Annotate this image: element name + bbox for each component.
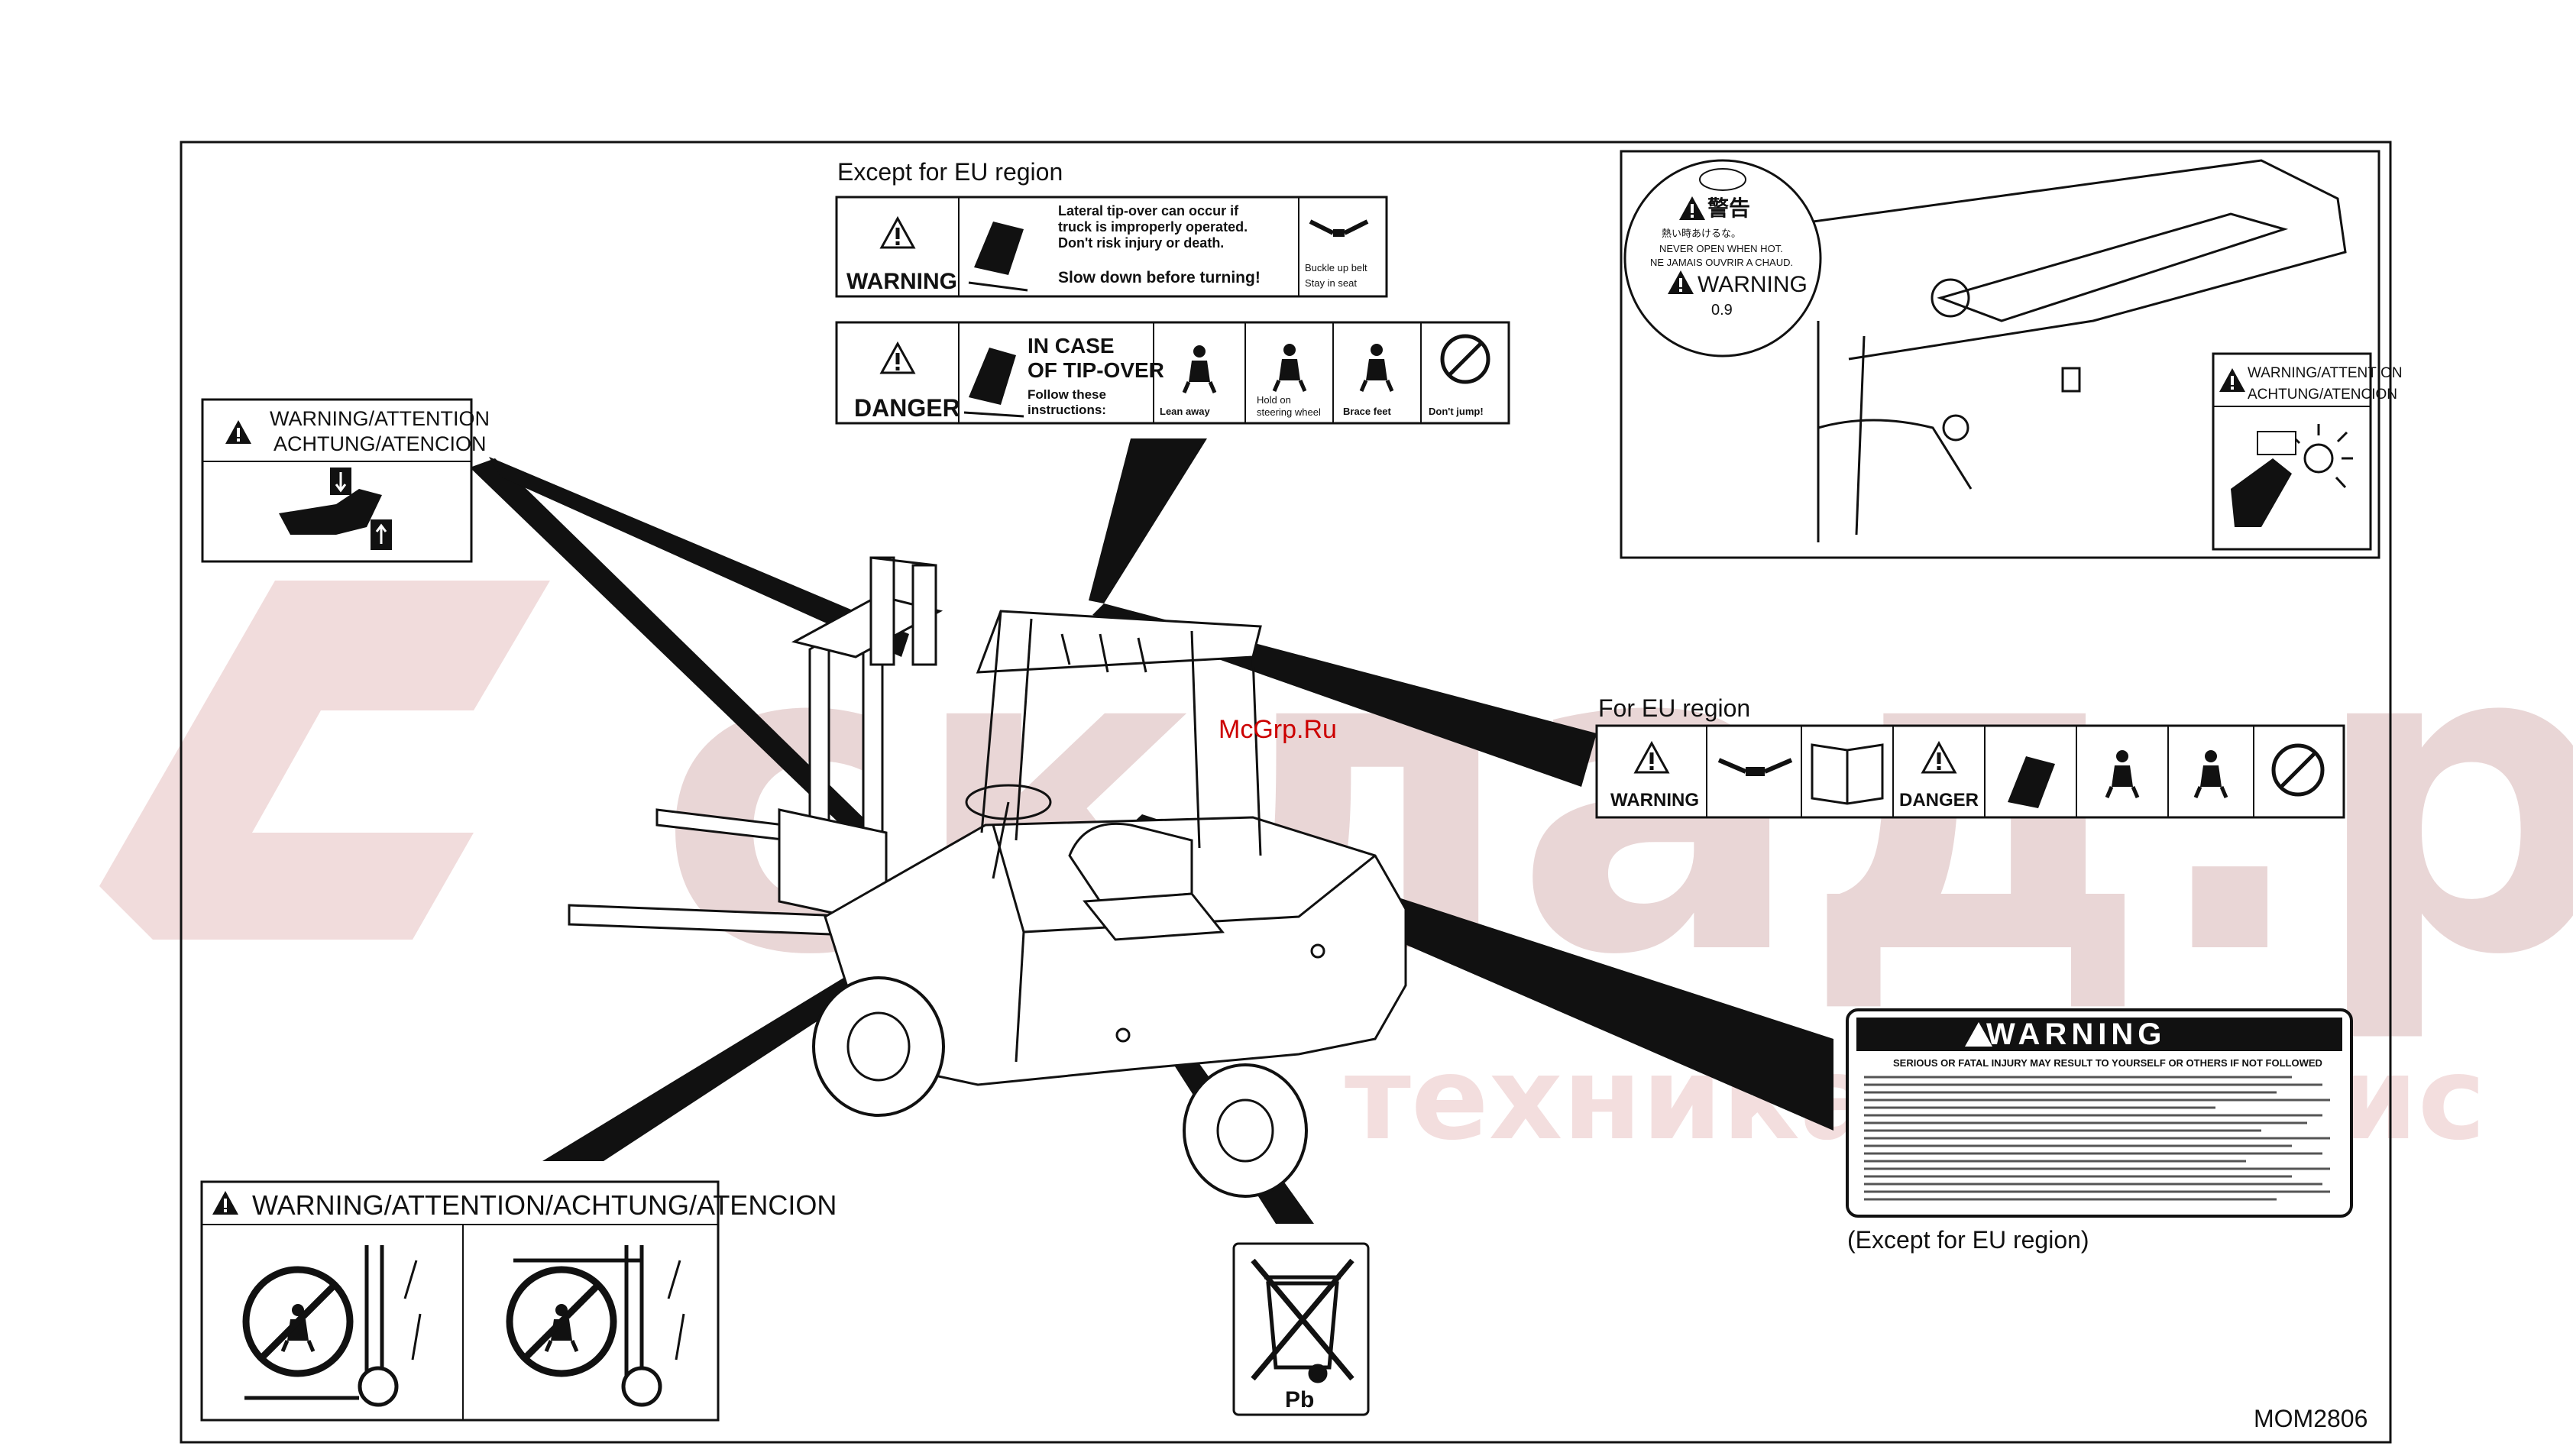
big-warning-title: WARNING: [1986, 1018, 2166, 1051]
tipover-warning-label: WARNING Lateral tip-over can occur if tr…: [835, 196, 1388, 298]
radiator-line1: NEVER OPEN WHEN HOT.: [1659, 243, 1783, 254]
tipping-forklift-icon: [968, 222, 1028, 292]
tipover-line1: Lateral tip-over can occur if: [1058, 203, 1239, 218]
radiator-warning: WARNING: [1698, 272, 1808, 297]
eu-tipover-icon: [2008, 756, 2055, 808]
label-for-eu: For EU region: [1598, 694, 1750, 722]
danger-word: DANGER: [854, 394, 960, 422]
danger-follow1: Follow these: [1028, 387, 1106, 402]
watermark-logo-icon: [99, 581, 550, 940]
eu-manual-book-icon: [1811, 743, 1884, 805]
fan-line2: ACHTUNG/ATENCION: [2248, 387, 2397, 403]
belt-line1: Buckle up belt: [1305, 262, 1367, 273]
label-except-eu-paren: (Except for EU region): [1847, 1226, 2089, 1254]
site-watermark: McGrp.Ru: [1219, 715, 1337, 744]
pointer-tipover: [1089, 438, 1207, 603]
figure-frame: [180, 141, 2392, 1444]
dont-jump-label: Don't jump!: [1429, 406, 1484, 417]
seatbelt-icon: [1309, 219, 1369, 237]
no-standing-under-load-icon: [506, 1245, 685, 1407]
hold-line2: steering wheel: [1257, 406, 1321, 418]
fan-warning-label: WARNING/ATTENTION ACHTUNG/ATENCION: [2212, 352, 2403, 551]
no-standing-under-forks-icon: [242, 1245, 422, 1407]
pointer-under-label: [542, 947, 909, 1161]
big-warning-triangle-icon: [1965, 1022, 1992, 1047]
radiator-line2: NE JAMAIS OUVRIR A CHAUD.: [1650, 257, 1793, 268]
radiator-jp: 熱い時あけるな。: [1662, 228, 1741, 239]
belt-line2: Stay in seat: [1305, 277, 1357, 289]
under-fork-warning-label: WARNING/ATTENTION/ACHTUNG/ATENCION: [200, 1180, 837, 1422]
eu-seatbelt-icon: [1717, 758, 1793, 776]
big-warning-plate: WARNING SERIOUS OR FATAL INJURY MAY RESU…: [1846, 1008, 2353, 1218]
pointer-pinch-left: [470, 458, 879, 846]
header-except-eu: Except for EU region: [837, 158, 1063, 186]
danger-follow2: instructions:: [1028, 403, 1106, 417]
eu-warning-word: WARNING: [1610, 790, 1699, 811]
under-fork-title: WARNING/ATTENTION/ACHTUNG/ATENCION: [252, 1189, 837, 1221]
forklift-drawing: [568, 556, 1407, 1198]
pinch-line1: WARNING/ATTENTION: [270, 407, 490, 430]
tipover-line3: Don't risk injury or death.: [1058, 235, 1224, 251]
brace-feet-label: Brace feet: [1343, 406, 1392, 417]
big-warning-fine-print: [1864, 1076, 2330, 1201]
battery-recycling-label: Pb: [1232, 1242, 1370, 1416]
danger-title1: IN CASE: [1028, 334, 1115, 358]
radiator-title: 警告: [1707, 196, 1750, 220]
tipover-line4: Slow down before turning!: [1058, 269, 1261, 286]
dont-jump-icon: [1440, 334, 1490, 384]
hand-pinch-icon: [279, 468, 392, 550]
eu-dont-jump-icon: [2271, 743, 2325, 797]
crossed-bin-icon: [1251, 1258, 1354, 1383]
big-warning-subtitle: SERIOUS OR FATAL INJURY MAY RESULT TO YO…: [1893, 1057, 2322, 1069]
radiator-value: 0.9: [1711, 302, 1733, 319]
figure-code: MOM2806: [2254, 1405, 2367, 1432]
pointer-pinch-right: [489, 457, 909, 657]
lean-away-label: Lean away: [1160, 406, 1211, 417]
radiator-inset-drawing: [1756, 159, 2347, 542]
tipover-danger-label: DANGER IN CASE OF TIP-OVER Follow these …: [835, 321, 1510, 425]
fan-line1: WARNING/ATTENTION: [2248, 365, 2403, 381]
brand-badge-icon: [1699, 168, 1746, 191]
radiator-inset: 警告 熱い時あけるな。 NEVER OPEN WHEN HOT. NE JAMA…: [1620, 150, 2403, 559]
pinch-warning-label: WARNING/ATTENTION ACHTUNG/ATENCION: [201, 398, 490, 563]
hold-line1: Hold on: [1257, 394, 1291, 406]
tipping-forklift-icon-2: [963, 348, 1024, 418]
radiator-cap-label: 警告 熱い時あけるな。 NEVER OPEN WHEN HOT. NE JAMA…: [1623, 159, 1822, 358]
danger-title2: OF TIP-OVER: [1028, 358, 1164, 382]
eu-label-strip: WARNING DANGER: [1595, 724, 2345, 819]
eu-danger-word: DANGER: [1899, 790, 1979, 811]
fan-hand-icon: [2231, 424, 2353, 527]
tipover-warning-word: WARNING: [846, 269, 957, 294]
pinch-line2: ACHTUNG/ATENCION: [273, 432, 487, 455]
tipover-line2: truck is improperly operated.: [1058, 219, 1248, 235]
battery-pb-text: Pb: [1285, 1387, 1314, 1412]
